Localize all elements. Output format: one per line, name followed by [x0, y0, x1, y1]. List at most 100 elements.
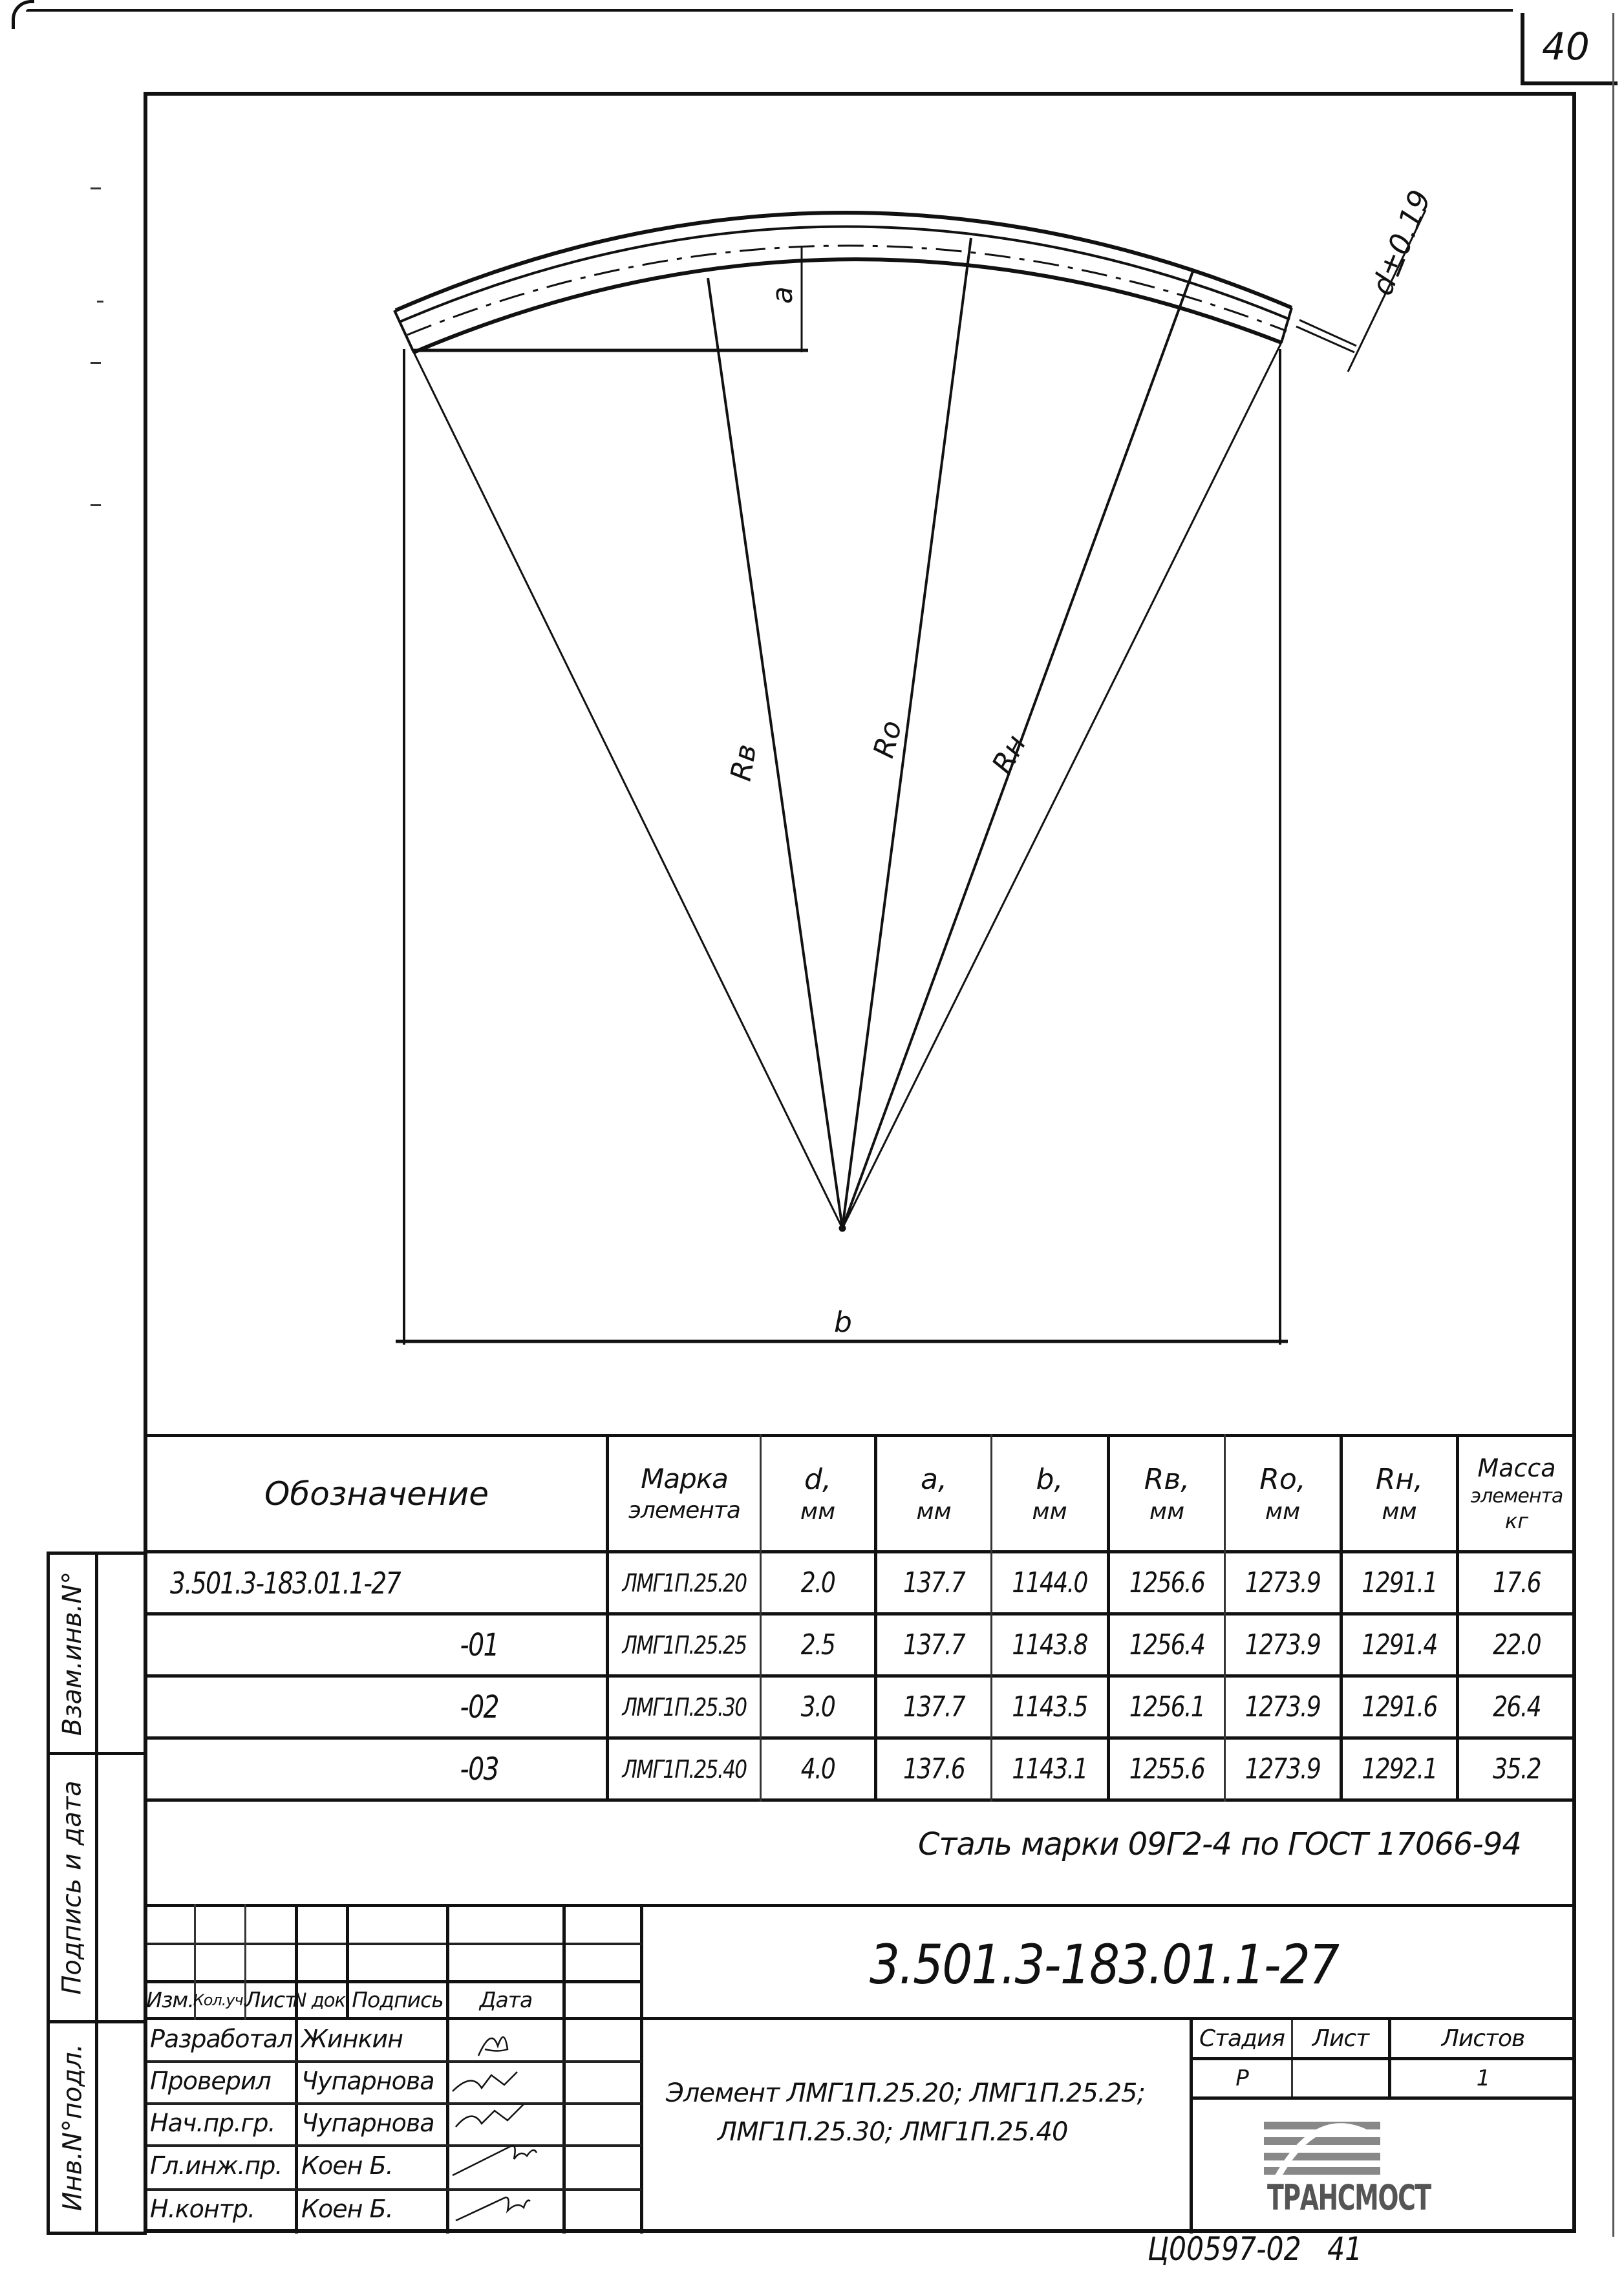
element-title-line1: Элемент ЛМГ1П.25.20; ЛМГ1П.25.25;: [666, 2078, 1146, 2108]
cell-rv: 1256.1: [1129, 1690, 1206, 1723]
sign-line: [144, 2188, 641, 2191]
sheet-number-box: [1521, 13, 1618, 85]
steel-note: Сталь марки 09Г2-4 по ГОСТ 17066-94: [918, 1826, 1522, 1862]
rev-header-izm: Изм.: [146, 1987, 195, 2012]
rev-col: [194, 1904, 196, 2020]
dim-b-label: b: [834, 1306, 852, 1339]
side-inv-orig-label: Инв.N°подл.: [58, 2043, 88, 2212]
header-a: a, мм: [877, 1437, 990, 1550]
sign-role: Проверил: [150, 2067, 272, 2095]
sheet-value: [1293, 2060, 1388, 2096]
cell-b: 1143.1: [1012, 1753, 1088, 1786]
rev-line: [144, 1943, 641, 1945]
side-replace-inv: Взам.инв.N°: [47, 1552, 98, 1755]
sign-line: [144, 2060, 641, 2063]
cell-mass: 35.2: [1493, 1753, 1541, 1786]
table-top-line: [144, 1434, 1576, 1437]
cell-rv: 1255.6: [1129, 1753, 1206, 1786]
cell-mark: ЛМГ1П.25.20: [622, 1568, 747, 1597]
sign-name: Чупарнова: [301, 2109, 435, 2137]
table-row: 3.501.3-183.01.1-27: [147, 1553, 606, 1612]
sheets-label: Листов: [1441, 2025, 1525, 2052]
cell-a: 137.7: [903, 1628, 966, 1661]
cell-mass: 26.4: [1493, 1690, 1541, 1723]
radius-ro-label: Ro: [867, 717, 908, 762]
header-ro-line1: Ro,: [1259, 1462, 1306, 1496]
steel-note-bottom-line: [144, 1904, 1576, 1907]
side-sign-date-field: [95, 1752, 147, 2023]
header-mass: Масса элемента кг: [1459, 1437, 1574, 1550]
sheet-number: 40: [1542, 25, 1590, 69]
doc-code: 3.501.3-183.01.1-27: [870, 1933, 1340, 1996]
header-rv-line2: мм: [1149, 1498, 1185, 1525]
cell-b: 1143.8: [1012, 1628, 1088, 1661]
table-bottom-line: [144, 1798, 1576, 1802]
header-rn: Rн, мм: [1343, 1437, 1456, 1550]
rev-header-ndok: N док.: [292, 1989, 351, 2011]
cell-ro: 1273.9: [1245, 1566, 1321, 1599]
stage-values-bottom: [1190, 2096, 1576, 2100]
sign-role: Разработал: [150, 2025, 293, 2053]
cell-d: 2.5: [800, 1628, 836, 1661]
cell-rn: 1291.6: [1362, 1690, 1438, 1723]
cell-b: 1143.5: [1012, 1690, 1088, 1723]
header-b-line1: b,: [1036, 1462, 1063, 1496]
col-divider: [1456, 1434, 1459, 1802]
side-replace-inv-label: Взам.инв.N°: [58, 1571, 88, 1736]
col-divider: [990, 1434, 992, 1802]
sign-role: Н.контр.: [150, 2195, 255, 2223]
rev-col: [562, 1904, 566, 2234]
header-a-line1: a,: [921, 1462, 947, 1496]
rev-header-kol: Кол.уч.: [193, 1990, 248, 2009]
sign-line: [144, 2144, 641, 2147]
rev-line: [144, 1980, 641, 1983]
margin-tick: [91, 362, 101, 364]
col-divider: [1224, 1434, 1226, 1802]
thickness-label: d±0.19: [1364, 185, 1438, 300]
cell-a: 137.7: [903, 1566, 966, 1599]
side-sign-date: Подпись и дата: [47, 1752, 98, 2023]
header-rv-line1: Rв,: [1144, 1462, 1190, 1496]
col-divider: [1107, 1434, 1110, 1802]
sheet-number-right-edge: [1612, 13, 1614, 2237]
sheets-value: 1: [1476, 2065, 1491, 2091]
stage-header-bottom: [1190, 2057, 1576, 2060]
cell-designation: -03: [460, 1751, 499, 1787]
cell-a: 137.7: [903, 1690, 966, 1723]
col-divider: [874, 1434, 877, 1802]
radius-rn-label: Rн: [986, 730, 1033, 779]
cell-mark: ЛМГ1П.25.25: [622, 1630, 747, 1659]
header-d-line2: мм: [800, 1498, 836, 1525]
cell-designation: -02: [460, 1689, 499, 1725]
header-mark: Марка элемента: [609, 1437, 760, 1550]
margin-tick: [97, 301, 103, 303]
header-mass-line1: Масса: [1477, 1454, 1556, 1482]
cell-ro: 1273.9: [1245, 1690, 1321, 1723]
cell-designation: -01: [460, 1626, 499, 1663]
cell-a: 137.6: [903, 1753, 966, 1786]
sheet-top-edge: [26, 9, 1513, 12]
logo-text: ТРАНСМОСТ: [1267, 2177, 1431, 2218]
sheet-label: Лист: [1312, 2025, 1369, 2052]
element-drawing: a Rв Ro Rн b d±0.19: [393, 185, 1438, 1345]
stage-label: Стадия: [1199, 2025, 1285, 2052]
col-divider: [760, 1434, 762, 1802]
sign-name: Коен Б.: [301, 2195, 394, 2223]
cell-d: 3.0: [800, 1690, 836, 1723]
side-inv-orig: Инв.N°подл.: [47, 2020, 98, 2235]
table-row-line: [144, 1674, 1576, 1678]
sign-role: Гл.инж.пр.: [150, 2151, 283, 2180]
side-replace-inv-field: [95, 1552, 147, 1755]
drawing-frame: [144, 92, 1576, 2233]
header-b-line2: мм: [1032, 1498, 1067, 1525]
col-divider: [1340, 1434, 1343, 1802]
rev-header-date: Дата: [479, 1987, 533, 2012]
logo-arc-icon: [1264, 2122, 1380, 2179]
sign-name: Коен Б.: [301, 2151, 394, 2180]
rev-header-list: Лист: [244, 1987, 297, 2012]
sign-name: Чупарнова: [301, 2067, 435, 2095]
cell-ro: 1273.9: [1245, 1753, 1321, 1786]
cell-rn: 1292.1: [1362, 1753, 1438, 1786]
archive-number: Ц00597-02 41: [1148, 2230, 1363, 2268]
table-row: -01: [147, 1616, 606, 1674]
